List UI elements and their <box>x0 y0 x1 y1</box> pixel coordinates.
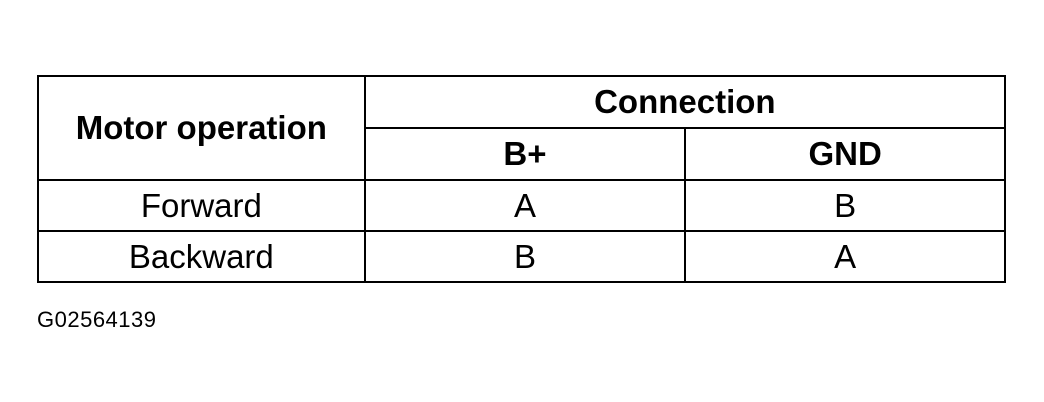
cell-b-plus: A <box>363 179 687 232</box>
table-subheader-row: B+ GND <box>38 127 1006 181</box>
header-motor-operation: Motor operation <box>37 75 366 181</box>
figure-id-label: G02564139 <box>37 307 157 332</box>
cell-operation: Forward <box>37 179 366 232</box>
cell-b-plus: B <box>363 230 687 283</box>
header-b-plus: B+ <box>363 127 687 181</box>
cell-gnd: B <box>684 179 1006 232</box>
table-row: Forward A B <box>37 179 1006 232</box>
connection-table-container: Motor operation Connection B+ GND Forwar… <box>37 75 1007 283</box>
table-row: Backward B A <box>37 230 1006 283</box>
header-connection: Connection <box>363 75 1007 129</box>
table-header-row: Motor operation Connection <box>37 75 1007 181</box>
cell-operation: Backward <box>37 230 366 283</box>
motor-connection-table: Motor operation Connection B+ GND Forwar… <box>37 75 1007 283</box>
header-gnd: GND <box>684 127 1006 181</box>
cell-gnd: A <box>684 230 1006 283</box>
